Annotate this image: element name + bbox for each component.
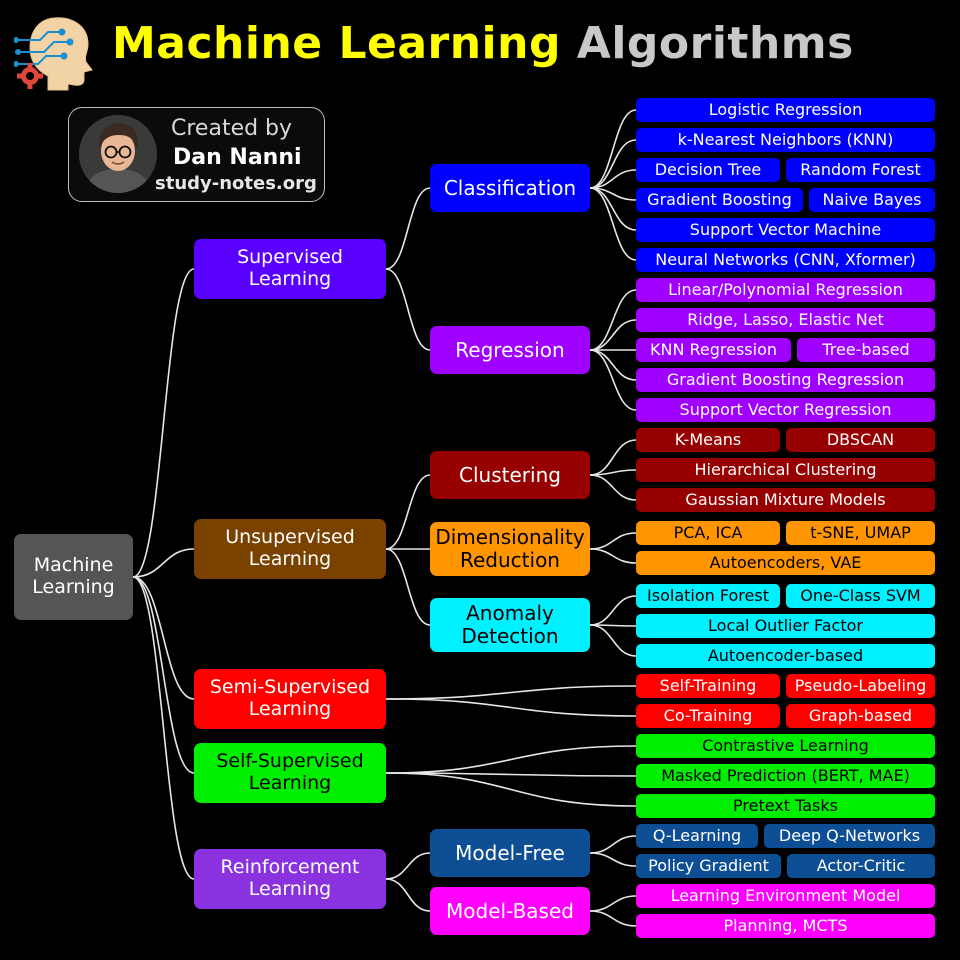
leaf-pseudo-labeling: Pseudo-Labeling — [786, 674, 935, 698]
subcategory-clustering: Clustering — [430, 451, 590, 499]
leaf-linear-polynomial-regression: Linear/Polynomial Regression — [636, 278, 935, 302]
leaf-co-training: Co-Training — [636, 704, 780, 728]
connector-ano-a1a — [589, 595, 637, 626]
page-title: Machine Learning Algorithms — [112, 18, 854, 69]
connector-clu-k1a — [589, 439, 637, 476]
connector-uns-clu — [385, 474, 431, 550]
leaf-q-learning: Q-Learning — [636, 824, 758, 848]
leaf-k-means: K-Means — [636, 428, 780, 452]
category-unsupervised: Unsupervised Learning — [194, 519, 386, 579]
connector-reg-r5 — [589, 349, 637, 411]
leaf-one-class-svm: One-Class SVM — [786, 584, 935, 608]
brain-gear-icon — [14, 17, 93, 91]
leaf-planning-mcts: Planning, MCTS — [636, 914, 935, 938]
connector-dim-d2 — [589, 548, 637, 564]
connector-rl-mb — [385, 878, 431, 912]
leaf-decision-tree: Decision Tree — [636, 158, 780, 182]
leaf-knn: k-Nearest Neighbors (KNN) — [636, 128, 935, 152]
avatar — [79, 115, 157, 193]
connector-rl-mf — [385, 852, 431, 880]
leaf-autoencoders-vae: Autoencoders, VAE — [636, 551, 935, 575]
connector-cls-c6 — [589, 187, 637, 261]
leaf-gradient-boosting-regression: Gradient Boosting Regression — [636, 368, 935, 392]
connector-cls-c2 — [589, 139, 637, 189]
leaf-gradient-boosting: Gradient Boosting — [636, 188, 803, 212]
connector-mb-mb2 — [589, 910, 637, 927]
subcategory-anomaly-detection: Anomaly Detection — [430, 598, 590, 652]
connector-sup-cls — [385, 187, 431, 270]
leaf-support-vector-regression: Support Vector Regression — [636, 398, 935, 422]
connector-uns-ano — [385, 548, 431, 626]
connector-mb-mb1 — [589, 895, 637, 912]
connector-ano-a3 — [589, 624, 637, 657]
connector-clu-k3 — [589, 474, 637, 501]
leaf-knn-regression: KNN Regression — [636, 338, 791, 362]
subcategory-model-based: Model-Based — [430, 887, 590, 935]
connector-reg-r1 — [589, 289, 637, 351]
leaf-gaussian-mixture-models: Gaussian Mixture Models — [636, 488, 935, 512]
category-self-supervised: Self-Supervised Learning — [194, 743, 386, 803]
leaf-naive-bayes: Naive Bayes — [809, 188, 935, 212]
author-name: Dan Nanni — [173, 145, 302, 170]
leaf-tsne-umap: t-SNE, UMAP — [786, 521, 935, 545]
connector-reg-r4 — [589, 349, 637, 381]
author-portrait-icon — [79, 115, 157, 193]
title-secondary: Algorithms — [576, 18, 854, 69]
connector-sup-reg — [385, 268, 431, 351]
category-supervised: Supervised Learning — [194, 239, 386, 299]
leaf-learning-environment-model: Learning Environment Model — [636, 884, 935, 908]
connector-clu-k2 — [589, 469, 637, 476]
leaf-local-outlier-factor: Local Outlier Factor — [636, 614, 935, 638]
leaf-graph-based: Graph-based — [786, 704, 935, 728]
connector-self-ss2 — [385, 772, 637, 777]
subcategory-model-free: Model-Free — [430, 829, 590, 877]
leaf-actor-critic: Actor-Critic — [787, 854, 935, 878]
connector-root-semi — [132, 576, 195, 700]
leaf-pretext-tasks: Pretext Tasks — [636, 794, 935, 818]
leaf-tree-based: Tree-based — [797, 338, 935, 362]
connector-root-sup — [132, 268, 195, 578]
leaf-deep-q-networks: Deep Q-Networks — [764, 824, 935, 848]
connector-root-uns — [132, 548, 195, 578]
connector-mf-mf2a — [589, 852, 637, 867]
leaf-random-forest: Random Forest — [786, 158, 935, 182]
leaf-contrastive-learning: Contrastive Learning — [636, 734, 935, 758]
connector-mf-mf1a — [589, 835, 637, 854]
leaf-logistic-regression: Logistic Regression — [636, 98, 935, 122]
connector-self-ss3 — [385, 772, 637, 807]
author-credit-card: Created by Dan Nanni study-notes.org — [68, 107, 325, 202]
credit-label: Created by — [171, 116, 293, 141]
leaf-pca-ica: PCA, ICA — [636, 521, 780, 545]
leaf-neural-networks: Neural Networks (CNN, Xformer) — [636, 248, 935, 272]
connector-semi-s1a — [385, 685, 637, 700]
category-semi-supervised: Semi-Supervised Learning — [194, 669, 386, 729]
connector-root-rl — [132, 576, 195, 880]
leaf-dbscan: DBSCAN — [786, 428, 935, 452]
connector-reg-r2 — [589, 319, 637, 351]
root-node: Machine Learning — [14, 534, 133, 620]
subcategory-regression: Regression — [430, 326, 590, 374]
connector-cls-c1 — [589, 109, 637, 189]
category-reinforcement: Reinforcement Learning — [194, 849, 386, 909]
leaf-isolation-forest: Isolation Forest — [636, 584, 780, 608]
leaf-masked-prediction: Masked Prediction (BERT, MAE) — [636, 764, 935, 788]
connector-self-ss1 — [385, 745, 637, 774]
title-primary: Machine Learning — [112, 18, 561, 69]
connector-root-self — [132, 576, 195, 774]
leaf-self-training: Self-Training — [636, 674, 780, 698]
author-website: study-notes.org — [155, 173, 317, 194]
leaf-autoencoder-based: Autoencoder-based — [636, 644, 935, 668]
leaf-hierarchical-clustering: Hierarchical Clustering — [636, 458, 935, 482]
leaf-policy-gradient: Policy Gradient — [636, 854, 781, 878]
leaf-ridge-lasso-elastic: Ridge, Lasso, Elastic Net — [636, 308, 935, 332]
connector-semi-s2a — [385, 698, 637, 717]
leaf-support-vector-machine: Support Vector Machine — [636, 218, 935, 242]
subcategory-dimensionality-reduction: Dimensionality Reduction — [430, 522, 590, 576]
connector-dim-d1a — [589, 532, 637, 550]
subcategory-classification: Classification — [430, 164, 590, 212]
